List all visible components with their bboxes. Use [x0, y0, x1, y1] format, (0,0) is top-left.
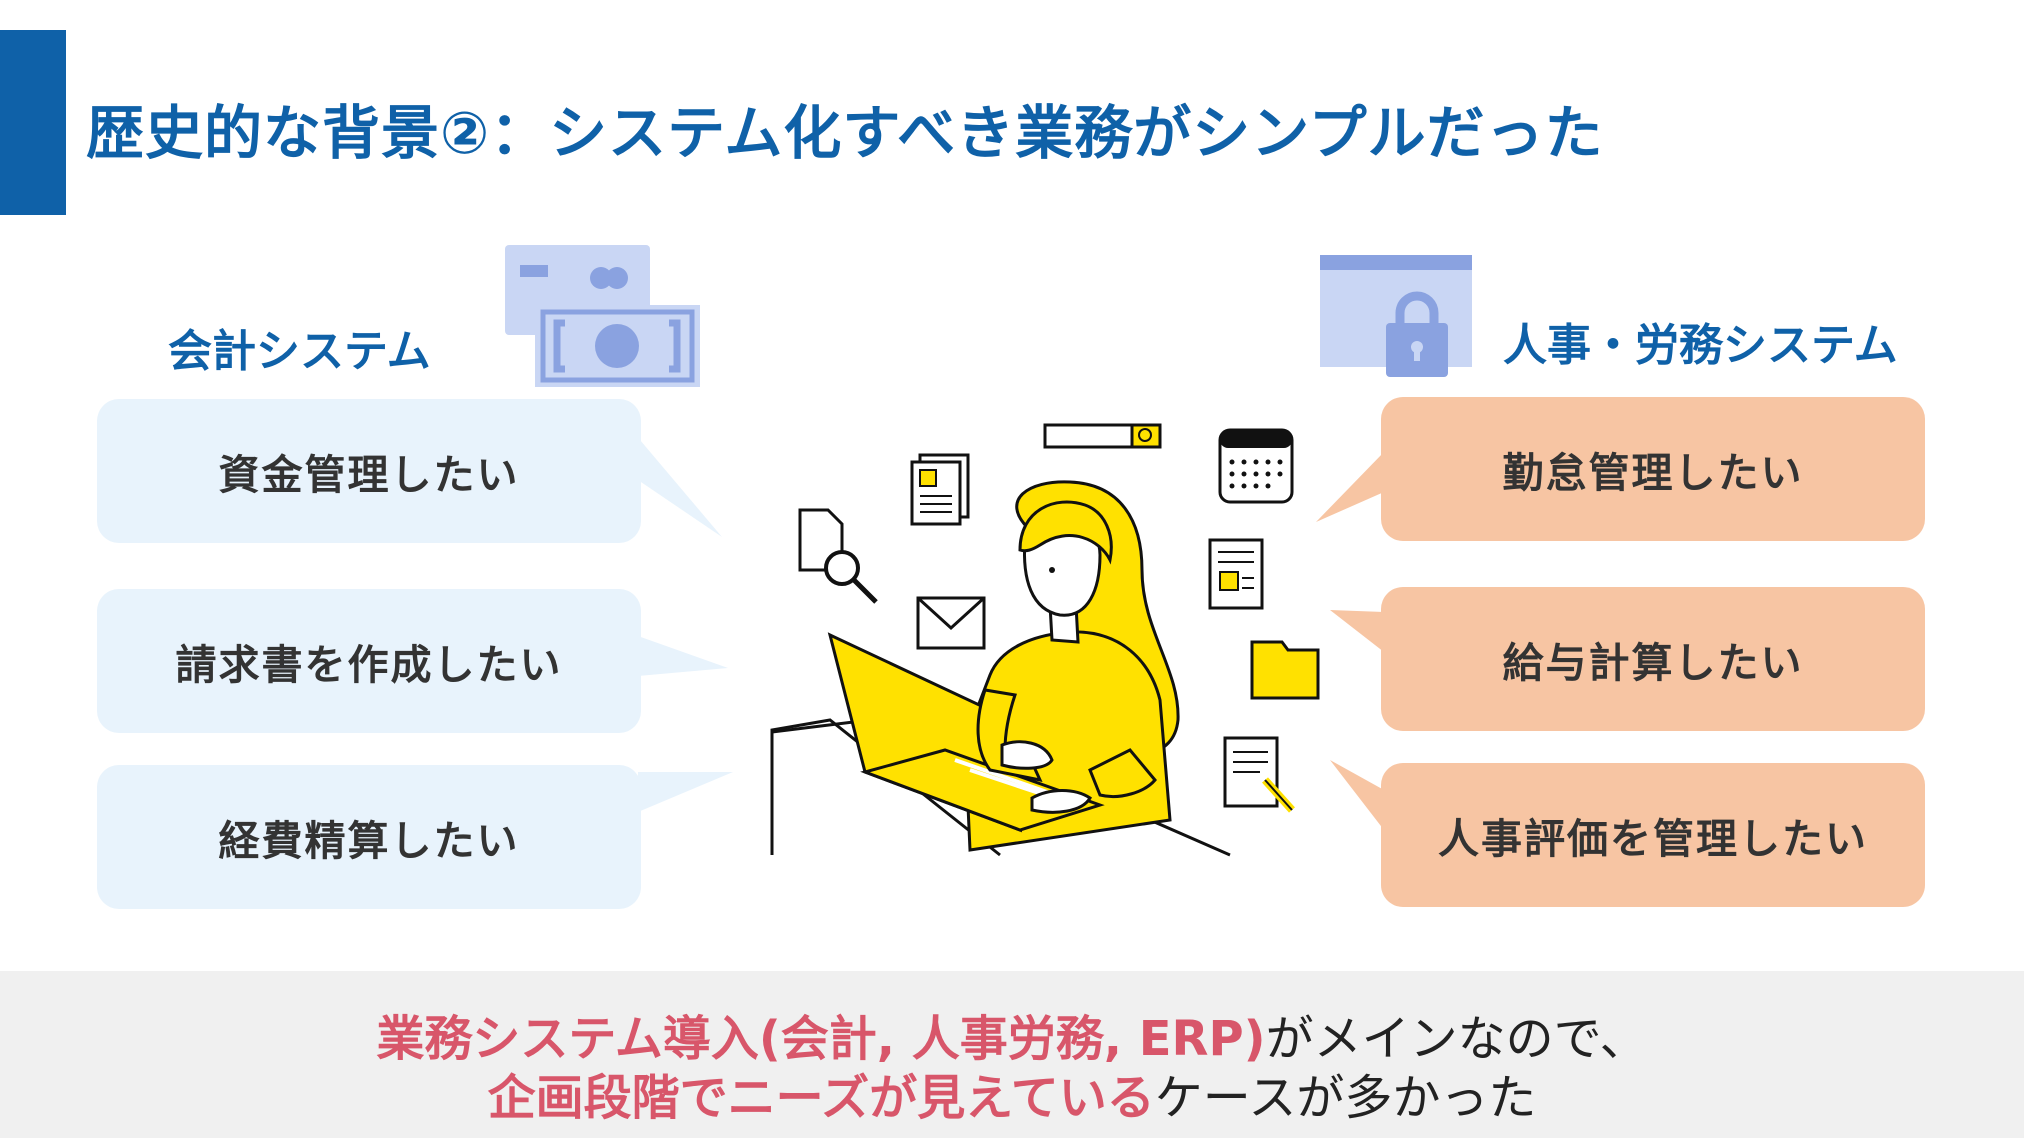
- woman-working-laptop-illustration: [770, 423, 1320, 857]
- footer-line-1-highlight: 業務システム導入(会計, 人事労務, ERP): [376, 1011, 1266, 1067]
- footer-summary-panel: [0, 971, 2024, 1138]
- accounting-need-bubble: 経費精算したい: [97, 765, 641, 909]
- accounting-system-title: 会計システム: [168, 326, 431, 377]
- footer-line-1: 業務システム導入(会計, 人事労務, ERP)がメインなので、: [0, 999, 2024, 1069]
- bubble-tails: [638, 440, 1384, 830]
- footer-line-2-rest: ケースが多かった: [1154, 1070, 1537, 1126]
- hr-need-bubble: 給与計算したい: [1381, 587, 1925, 731]
- title-accent-bar: [0, 30, 66, 215]
- hr-need-bubble: 勤怠管理したい: [1381, 397, 1925, 541]
- hr-system-title: 人事・労務システム: [1503, 320, 1898, 371]
- footer-line-1-rest: がメインなので、: [1265, 1011, 1648, 1067]
- lock-window-icon: [1320, 255, 1472, 377]
- slide-title: 歴史的な背景②：システム化すべき業務がシンプルだった: [86, 99, 1604, 167]
- footer-line-2: 企画段階でニーズが見えているケースが多かった: [0, 1058, 2024, 1128]
- money-cards-icon: [505, 245, 700, 387]
- hr-need-bubble: 人事評価を管理したい: [1381, 763, 1925, 907]
- accounting-need-bubble: 資金管理したい: [97, 399, 641, 543]
- accounting-need-bubble: 請求書を作成したい: [97, 589, 641, 733]
- footer-line-2-highlight: 企画段階でニーズが見えている: [487, 1070, 1155, 1126]
